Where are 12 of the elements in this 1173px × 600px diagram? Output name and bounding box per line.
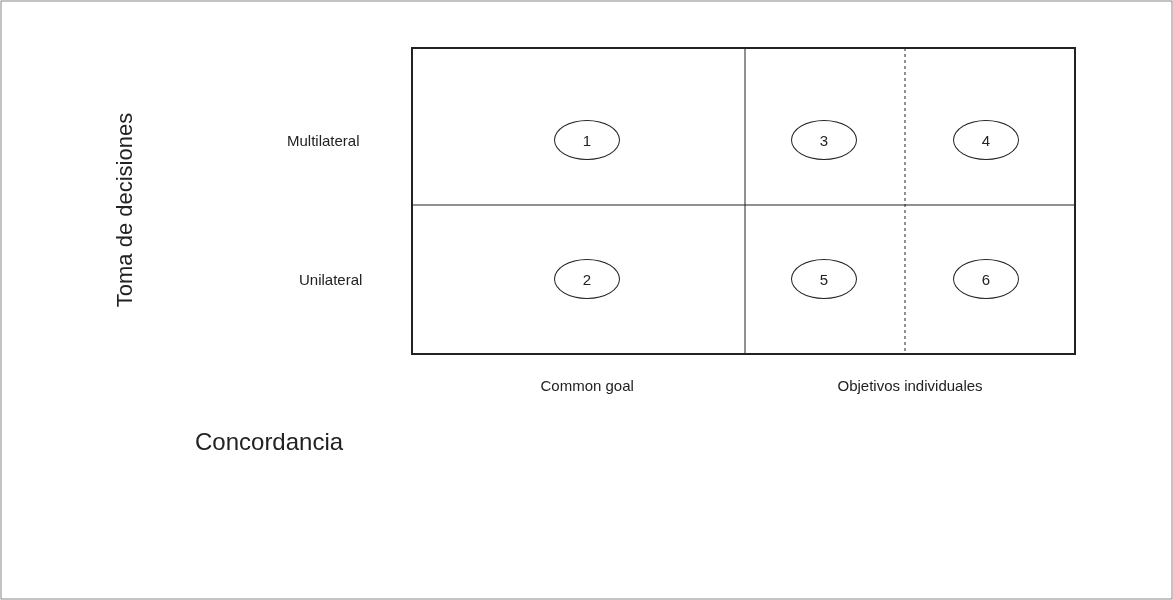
- number-ellipse: 5: [791, 259, 857, 299]
- axis-title: Concordancia: [195, 428, 344, 456]
- number-ellipse: 4: [953, 120, 1019, 160]
- row-label: Multilateral: [287, 131, 360, 149]
- axis-title: Toma de decisiones: [112, 112, 139, 308]
- column-label: Objetivos individuales: [837, 376, 983, 394]
- number-ellipse: 1: [554, 120, 620, 160]
- number-ellipse: 6: [953, 259, 1019, 299]
- number-ellipse: 3: [791, 120, 857, 160]
- number-ellipse: 2: [554, 259, 620, 299]
- row-label: Unilateral: [299, 270, 363, 288]
- column-label: Common goal: [540, 376, 634, 394]
